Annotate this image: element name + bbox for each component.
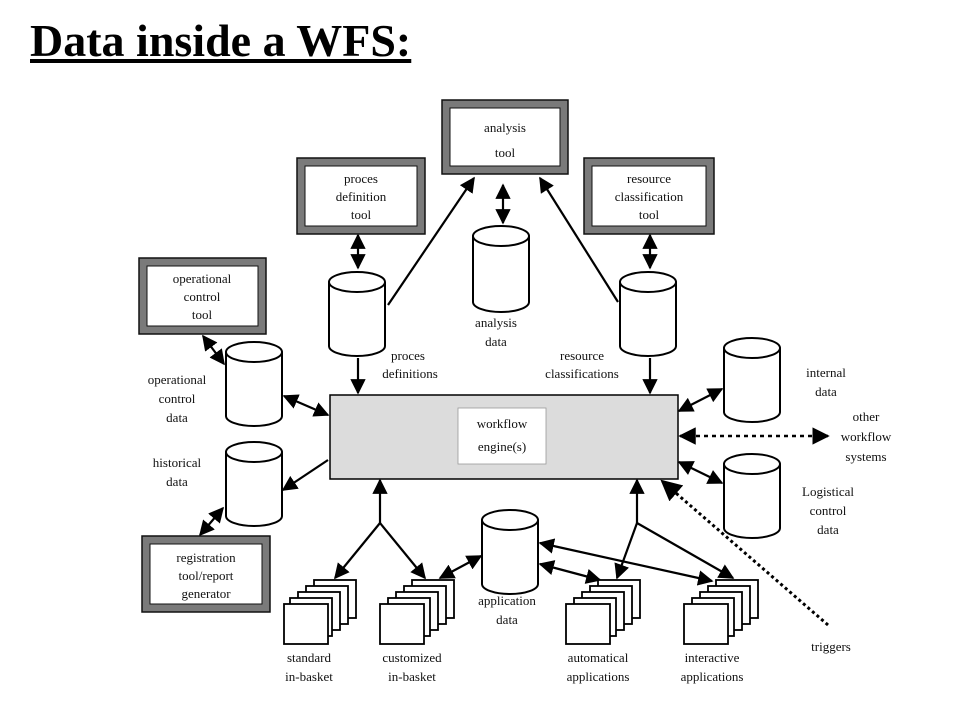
label-other-line1: other: [853, 409, 880, 424]
label-proces-definitions-line1: proces: [391, 348, 425, 363]
label-logistical-line2: control: [810, 503, 847, 518]
label-application-data: application data: [478, 593, 536, 627]
tool-proces-line3: tool: [351, 207, 372, 222]
arrow-triggers-engine: [660, 479, 829, 627]
engine-line1: workflow: [477, 416, 528, 431]
label-opdata-line1: operational: [148, 372, 207, 387]
label-resource-classifications-line1: resource: [560, 348, 604, 363]
tool-registration-line1: registration: [176, 550, 236, 565]
arrow-appdata-interactive: [538, 538, 714, 586]
label-operational-control-data: operational control data: [148, 372, 207, 425]
basket-automatical: [565, 579, 641, 645]
arrow-engine-logistical: [677, 461, 724, 484]
label-customized-line1: customized: [382, 650, 442, 665]
tool-operational-line1: operational: [173, 271, 232, 286]
db-resource-classifications: [619, 271, 677, 357]
label-basket-customized: customized in-basket: [382, 650, 442, 684]
label-logistical-line1: Logistical: [802, 484, 854, 499]
label-interactive-line2: applications: [681, 669, 744, 684]
label-other-workflow-systems: other workflow systems: [841, 409, 892, 464]
label-triggers: triggers: [811, 639, 851, 654]
label-resource-classifications-line2: classifications: [545, 366, 619, 381]
arrow-opdata-engine: [282, 394, 330, 417]
label-appdata-line1: application: [478, 593, 536, 608]
label-analysis-data: analysis data: [475, 315, 517, 349]
db-logistical-control-data: [723, 453, 781, 539]
tool-proces-line1: proces: [344, 171, 378, 186]
tool-operational-control: operational control tool: [138, 257, 267, 335]
tool-resource-line1: resource: [627, 171, 671, 186]
connectors: [199, 176, 830, 627]
tool-registration: registration tool/report generator: [141, 535, 271, 613]
basket-standard: [283, 579, 357, 645]
workflow-engine: workflow engine(s): [329, 394, 679, 480]
arrow-procesdata-analysis: [387, 176, 475, 306]
tool-analysis: analysis tool: [441, 99, 569, 175]
arrow-resourcedata-analysis: [539, 176, 619, 303]
label-appdata-line2: data: [496, 612, 518, 627]
tool-registration-line2: tool/report: [179, 568, 234, 583]
db-analysis-data: [472, 225, 530, 313]
db-operational-control-data: [225, 341, 283, 427]
fork-left-b: [379, 522, 426, 580]
tool-resource-classification: resource classification tool: [583, 157, 715, 235]
tool-analysis-line1: analysis: [484, 120, 526, 135]
label-logistical-control-data: Logistical control data: [802, 484, 854, 537]
label-historical-line1: historical: [153, 455, 202, 470]
basket-customized: [379, 579, 455, 645]
arrow-appdata-customized: [438, 555, 483, 579]
basket-interactive: [683, 579, 759, 645]
arrow-engine-historical: [281, 459, 329, 491]
label-historical-data: historical data: [153, 455, 202, 489]
label-standard-line1: standard: [287, 650, 332, 665]
label-automatical-line1: automatical: [568, 650, 629, 665]
label-standard-line2: in-basket: [285, 669, 333, 684]
fork-left-a: [334, 522, 381, 580]
slide-title: Data inside a WFS:: [30, 15, 412, 66]
db-application-data: [481, 509, 539, 595]
arrow-optool-data: [202, 334, 225, 366]
label-proces-definitions: proces definitions: [382, 348, 438, 381]
db-historical-data: [225, 441, 283, 527]
arrow-appdata-automatical: [538, 560, 602, 584]
label-analysis-data-line2: data: [485, 334, 507, 349]
label-basket-standard: standard in-basket: [285, 650, 333, 684]
fork-right-a: [614, 522, 639, 580]
label-analysis-data-line1: analysis: [475, 315, 517, 330]
label-interactive-line1: interactive: [685, 650, 740, 665]
label-internal-line1: internal: [806, 365, 846, 380]
label-basket-interactive: interactive applications: [681, 650, 744, 684]
tool-registration-line3: generator: [181, 586, 231, 601]
db-proces-definitions: [328, 271, 386, 357]
label-resource-classifications: resource classifications: [545, 348, 619, 381]
label-automatical-line2: applications: [567, 669, 630, 684]
tool-analysis-line2: tool: [495, 145, 516, 160]
tool-operational-line2: control: [184, 289, 221, 304]
arrow-historical-registration: [199, 506, 224, 537]
tool-proces-line2: definition: [336, 189, 387, 204]
tool-resource-line3: tool: [639, 207, 660, 222]
label-opdata-line2: control: [159, 391, 196, 406]
label-other-line2: workflow: [841, 429, 892, 444]
label-proces-definitions-line2: definitions: [382, 366, 438, 381]
db-internal-data: [723, 337, 781, 423]
label-other-line3: systems: [845, 449, 886, 464]
label-internal-line2: data: [815, 384, 837, 399]
label-internal-data: internal data: [806, 365, 846, 399]
label-customized-line2: in-basket: [388, 669, 436, 684]
label-basket-automatical: automatical applications: [567, 650, 630, 684]
tool-resource-line2: classification: [615, 189, 684, 204]
label-logistical-line3: data: [817, 522, 839, 537]
label-opdata-line3: data: [166, 410, 188, 425]
tool-proces-definition: proces definition tool: [296, 157, 426, 235]
engine-line2: engine(s): [478, 439, 526, 454]
label-historical-line2: data: [166, 474, 188, 489]
arrow-engine-internal: [677, 388, 724, 412]
tool-operational-line3: tool: [192, 307, 213, 322]
